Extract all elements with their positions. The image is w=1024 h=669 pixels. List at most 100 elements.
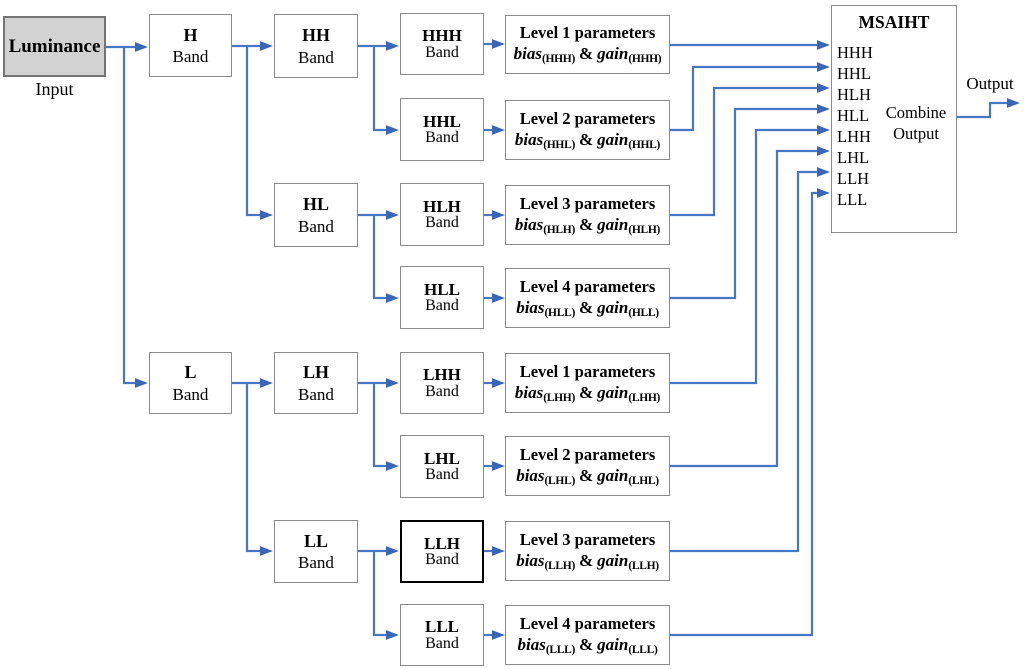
bias-word: bias xyxy=(513,44,542,64)
ampersand: & xyxy=(578,382,594,402)
param-title: Level 1 parameters xyxy=(519,361,656,381)
band-sub-label: Band xyxy=(298,216,334,236)
bias-subscript: (LLL) xyxy=(545,643,575,656)
band-sub-label: Band xyxy=(425,129,459,147)
msaiht-input-list: HHH HHL HLH HLL LHH LHL LLH LLL xyxy=(837,42,873,210)
connector-msaiht-to-output xyxy=(957,98,1020,119)
band-box-h: H Band xyxy=(149,14,232,77)
param-title: Level 3 parameters xyxy=(519,529,656,549)
param-formula: bias(HHL)&gain(HHL) xyxy=(515,129,661,151)
param-formula: bias(HLH)&gain(HLH) xyxy=(514,214,661,236)
band-name: HL xyxy=(302,194,329,215)
msaiht-input-hhl: HHL xyxy=(837,64,871,83)
input-caption: Input xyxy=(35,79,74,99)
param-formula: bias(HHH)&gain(HHH) xyxy=(513,44,662,66)
band-sub-label: Band xyxy=(425,214,459,232)
connector-param4-to-msaiht-hll xyxy=(670,104,830,300)
gain-subscript: (HHH) xyxy=(628,53,662,66)
param-box-level1-lhh: Level 1 parameters bias(LHH)&gain(LHH) xyxy=(505,353,670,413)
band-name: L xyxy=(184,362,197,383)
band-box-lhh: LHH Band xyxy=(400,352,484,414)
gain-word: gain xyxy=(597,129,629,149)
band-name: H xyxy=(183,24,198,45)
ampersand: & xyxy=(578,550,594,570)
ampersand: & xyxy=(578,634,594,654)
param-title: Level 4 parameters xyxy=(519,276,656,296)
msaiht-box: MSAIHT HHH HHL HLH HLL LHH LHL LLH LLL C… xyxy=(831,5,957,233)
connector-hh-to-hhl xyxy=(372,46,399,135)
band-sub-label: Band xyxy=(425,297,459,315)
connector-param7-to-msaiht-llh xyxy=(670,167,830,553)
ampersand: & xyxy=(578,129,594,149)
param-box-level2-hhl: Level 2 parameters bias(HHL)&gain(HHL) xyxy=(505,100,670,160)
band-box-hhh: HHH Band xyxy=(400,13,484,75)
param-box-level3-hlh: Level 3 parameters bias(HLH)&gain(HLH) xyxy=(505,185,670,245)
bias-word: bias xyxy=(514,214,544,234)
gain-word: gain xyxy=(597,44,629,64)
param-formula: bias(HLL)&gain(HLL) xyxy=(516,297,659,319)
gain-subscript: (HHL) xyxy=(628,138,661,151)
msaiht-input-lhh: LHH xyxy=(837,127,871,146)
connector-ll-to-lll xyxy=(372,551,399,640)
band-box-hll: HLL Band xyxy=(400,266,484,329)
connector-hl-to-hll xyxy=(372,215,399,303)
band-box-hhl: HHL Band xyxy=(400,98,484,161)
param-box-level1-hhh: Level 1 parameters bias(HHH)&gain(HHH) xyxy=(505,15,670,74)
param-formula: bias(LLH)&gain(LLH) xyxy=(516,550,659,572)
param-formula: bias(LHL)&gain(LHL) xyxy=(516,465,659,487)
band-sub-label: Band xyxy=(172,47,209,67)
bias-subscript: (LLH) xyxy=(544,559,576,572)
gain-word: gain xyxy=(597,550,629,570)
param-title: Level 2 parameters xyxy=(519,108,656,128)
gain-word: gain xyxy=(597,634,629,654)
band-name: HH xyxy=(301,25,330,46)
bias-subscript: (HLH) xyxy=(543,223,575,236)
bias-word: bias xyxy=(516,550,545,570)
param-box-level4-hll: Level 4 parameters bias(HLL)&gain(HLL) xyxy=(505,268,670,328)
ampersand: & xyxy=(578,297,594,317)
gain-word: gain xyxy=(597,214,629,234)
connector-h-to-hl xyxy=(245,46,273,220)
band-sub-label: Band xyxy=(425,382,459,400)
param-title: Level 2 parameters xyxy=(519,444,656,464)
combine-word: Combine xyxy=(885,103,947,122)
msaiht-title: MSAIHT xyxy=(858,12,930,32)
band-sub-label: Band xyxy=(425,551,459,569)
band-box-hh: HH Band xyxy=(274,14,358,78)
param-title: Level 4 parameters xyxy=(519,613,656,633)
bias-subscript: (HHH) xyxy=(541,53,575,66)
gain-word: gain xyxy=(597,297,629,317)
band-sub-label: Band xyxy=(425,634,459,652)
combine-output-word: Output xyxy=(893,124,939,143)
band-box-l: L Band xyxy=(149,352,232,414)
ampersand: & xyxy=(578,465,594,485)
band-sub-label: Band xyxy=(298,553,334,573)
band-sub-label: Band xyxy=(425,43,459,61)
band-box-hl: HL Band xyxy=(274,183,358,247)
msaiht-input-hlh: HLH xyxy=(837,85,871,104)
msaiht-input-lll: LLL xyxy=(837,190,868,209)
connector-luminance-to-l xyxy=(122,47,148,388)
msaiht-input-llh: LLH xyxy=(837,169,870,188)
bias-subscript: (LHL) xyxy=(544,474,576,487)
bias-subscript: (HHL) xyxy=(543,138,575,151)
bias-subscript: (HLL) xyxy=(544,306,576,319)
param-title: Level 1 parameters xyxy=(519,23,656,43)
connector-param6-to-msaiht-lhl xyxy=(670,146,830,468)
connector-param3-to-msaiht-hlh xyxy=(670,83,830,217)
band-name: LL xyxy=(303,530,328,551)
connector-param8-to-msaiht-lll xyxy=(670,188,830,637)
band-box-lhl: LHL Band xyxy=(400,435,484,498)
gain-subscript: (LHH) xyxy=(628,391,661,404)
bias-word: bias xyxy=(514,382,544,402)
band-sub-label: Band xyxy=(425,466,459,484)
band-box-ll: LL Band xyxy=(274,520,358,583)
band-sub-label: Band xyxy=(172,384,209,404)
msaiht-input-hll: HLL xyxy=(837,106,870,125)
band-name: HLH xyxy=(423,196,461,216)
gain-subscript: (HLH) xyxy=(628,223,661,236)
connector-l-to-ll xyxy=(245,383,273,556)
connector-param5-to-msaiht-lhh xyxy=(670,125,830,385)
